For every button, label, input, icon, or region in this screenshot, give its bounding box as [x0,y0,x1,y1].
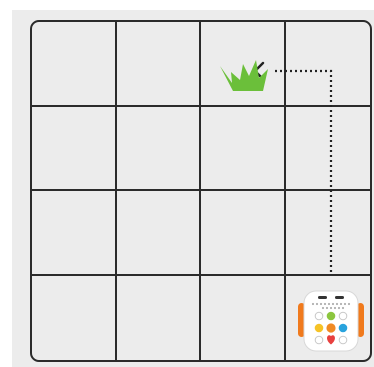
grid-cell-r3-c2[interactable] [117,191,202,276]
grid-cell-r3-c1[interactable] [32,191,117,276]
robot-button-right-blue[interactable] [339,324,348,333]
robot-button-go-orange[interactable] [326,323,335,332]
grid-cell-r3-c3[interactable] [201,191,286,276]
grid-cell-r2-c2[interactable] [117,107,202,192]
grid-cell-r3-c4[interactable] [286,191,371,276]
grid-cell-r2-c3[interactable] [201,107,286,192]
grid-cell-r1-c3[interactable] [201,22,286,107]
robot-eye-left-icon [318,296,327,299]
grid-cell-r1-c4[interactable] [286,22,371,107]
grid-cell-r2-c1[interactable] [32,107,117,192]
grid-cell-r1-c2[interactable] [117,22,202,107]
robot-toy[interactable] [296,287,366,357]
grid-cell-r4-c1[interactable] [32,276,117,361]
grid-cell-r4-c3[interactable] [201,276,286,361]
robot-eye-right-icon [335,296,344,299]
grid-cell-r1-c1[interactable] [32,22,117,107]
grid-cell-r4-c2[interactable] [117,276,202,361]
robot-button-forward-green[interactable] [327,312,336,321]
robot-button-left-yellow[interactable] [315,324,324,333]
grid-cell-r2-c4[interactable] [286,107,371,192]
